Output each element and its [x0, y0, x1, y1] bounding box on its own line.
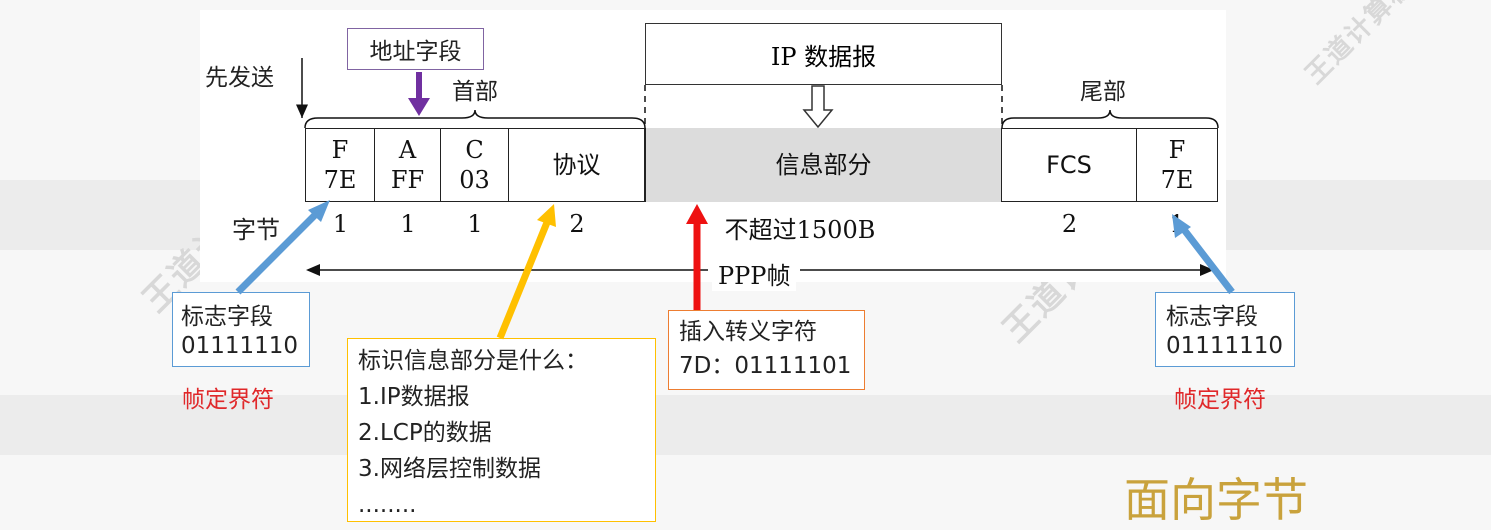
bytes-label: 字节	[232, 216, 280, 244]
address-field-box: 地址字段	[347, 28, 484, 70]
blue-arrow-left	[235, 209, 321, 295]
frame-delimiter-note: 帧定界符	[1174, 387, 1266, 413]
background-stripe	[0, 395, 1491, 455]
head-label: 首部	[452, 79, 498, 105]
purple-arrowhead	[408, 98, 430, 116]
size-value: 1	[467, 210, 483, 238]
field-name: F	[331, 136, 349, 164]
flag-value: 01111110	[181, 333, 299, 359]
ppp-arrowhead-left	[306, 264, 320, 276]
ppp-frame-label: PPP帧	[712, 256, 797, 291]
flag-title: 标志字段	[181, 304, 273, 330]
size-value: 2	[1061, 210, 1078, 238]
encapsulate-arrow	[802, 85, 834, 129]
protocol-field: 协议	[509, 128, 645, 202]
field-name: C	[465, 136, 484, 164]
information-field: 信息部分	[645, 128, 1002, 202]
field-value: FF	[390, 166, 425, 194]
frame-delimiter-note: 帧定界符	[182, 387, 274, 413]
blue-arrowhead-right	[1172, 214, 1191, 238]
field-value: 03	[459, 166, 490, 194]
size-value: 不超过1500B	[724, 216, 876, 244]
size-value: 2	[569, 210, 585, 238]
control-field: C 03	[441, 128, 509, 202]
ip-datagram-label: IP 数据报	[770, 42, 877, 71]
yellow-arrow	[496, 218, 552, 340]
flag-annotation-left: 标志字段 01111110	[172, 292, 310, 367]
flag-title: 标志字段	[1166, 304, 1258, 330]
flag-value: 01111110	[1166, 333, 1284, 359]
field-name: 协议	[552, 151, 601, 179]
size-value: 1	[332, 210, 349, 238]
tail-label: 尾部	[1080, 79, 1126, 105]
ppp-arrowhead-right	[1200, 264, 1214, 276]
field-value: 7E	[1160, 166, 1194, 194]
yellow-arrowhead	[537, 204, 556, 227]
escape-value: 7D：01111101	[679, 353, 852, 379]
escape-character-box: 插入转义字符 7D：01111101	[668, 310, 865, 390]
field-name: A	[398, 136, 417, 164]
blue-arrow-right	[1179, 224, 1235, 295]
address-field: A FF	[375, 128, 441, 202]
tail-brace	[1001, 109, 1219, 129]
size-value: 1	[400, 210, 416, 238]
protocol-item: 1.IP数据报	[358, 384, 470, 410]
protocol-explanation-box: 标识信息部分是什么： 1.IP数据报 2.LCP的数据 3.网络层控制数据 ..…	[347, 338, 656, 522]
escape-title: 插入转义字符	[679, 319, 817, 345]
ip-datagram-box: IP 数据报	[645, 23, 1002, 85]
field-name: F	[1168, 136, 1186, 164]
field-value: 7E	[323, 166, 357, 194]
protocol-title: 标识信息部分是什么：	[358, 348, 588, 374]
blue-arrowhead-left	[308, 200, 330, 222]
address-field-label: 地址字段	[369, 39, 462, 65]
field-name: 信息部分	[775, 151, 872, 179]
protocol-item: 3.网络层控制数据	[358, 456, 541, 482]
flag-field-end: F 7E	[1137, 128, 1217, 202]
flag-field-start: F 7E	[306, 128, 375, 202]
fcs-field: FCS	[1002, 128, 1137, 202]
field-name: FCS	[1046, 151, 1092, 179]
flag-annotation-right: 标志字段 01111110	[1155, 292, 1295, 367]
protocol-item: ........	[358, 492, 417, 518]
head-brace	[304, 109, 646, 129]
send-first-label: 先发送	[205, 65, 274, 91]
protocol-item: 2.LCP的数据	[358, 420, 492, 446]
byte-oriented-title: 面向字节	[1124, 473, 1308, 527]
red-arrowhead	[686, 204, 708, 224]
